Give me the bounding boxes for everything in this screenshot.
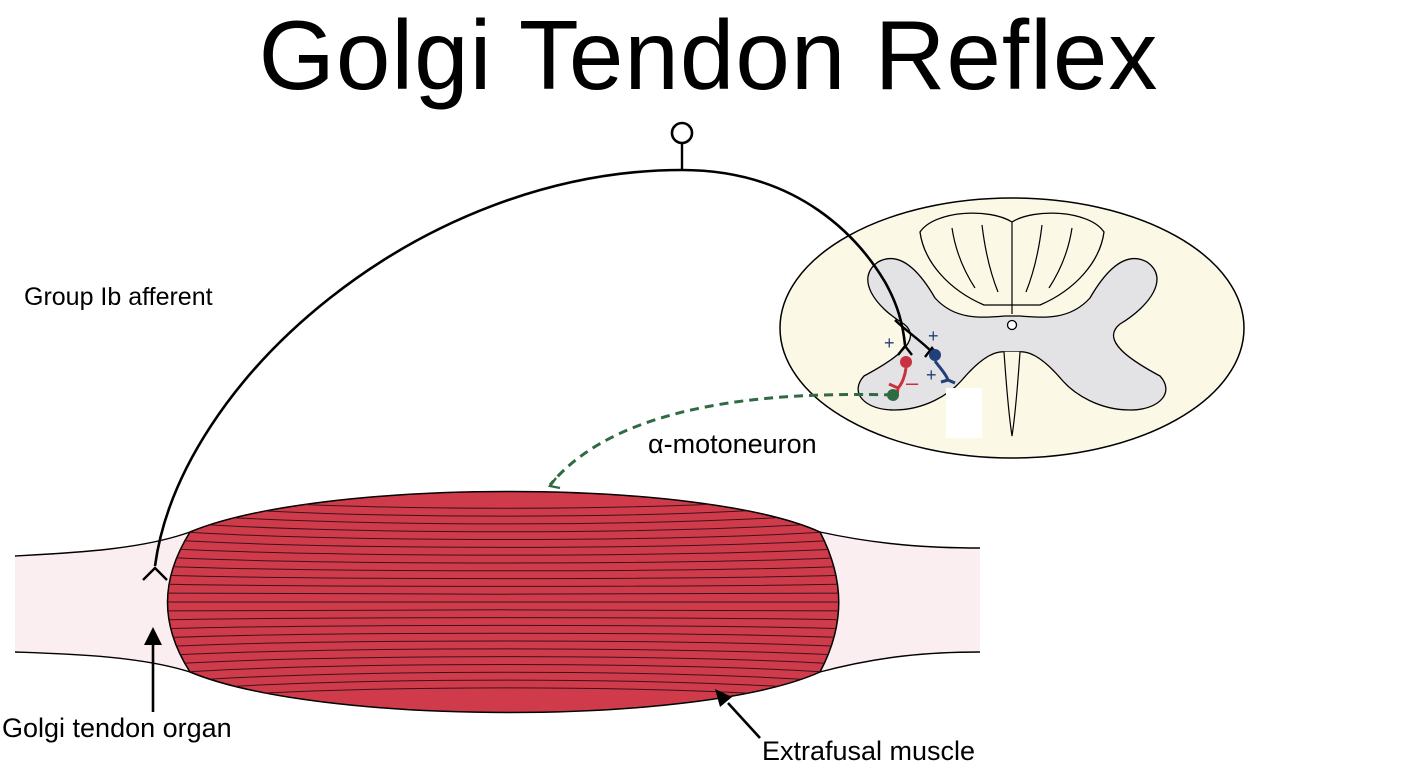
muscle-fiber-line: [167, 624, 839, 630]
dorsal-root-ganglion-soma: [670, 121, 694, 145]
dorsal-column-folds: [951, 224, 1073, 293]
alpha-motoneuron-label: α-motoneuron: [648, 429, 817, 459]
extrafusal-muscle-label: Extrafusal muscle: [762, 736, 976, 766]
central-canal: [1006, 319, 1018, 331]
muscle-fiber-line: [167, 511, 839, 525]
muscle-fiber-line: [167, 617, 839, 621]
extrafusal-muscle-arrow: [715, 689, 761, 739]
excitatory-interneuron: [929, 349, 956, 385]
muscle-fiber-line: [167, 565, 839, 572]
golgi-tendon-organ-ending: [142, 566, 168, 581]
excitatory-sign-1: +: [884, 333, 895, 353]
muscle-fibers: [167, 493, 839, 702]
afferent-terminal-1: [897, 344, 913, 356]
golgi-tendon-organ-arrow: [144, 627, 162, 712]
excitatory-sign-2: +: [928, 326, 939, 346]
motor-end-plate: [547, 477, 561, 490]
tendon-edge-bottom: [14, 651, 191, 673]
muscle-fiber-line: [167, 648, 839, 657]
tendon-edge-bottom-right: [819, 651, 981, 673]
tendon-edge-top-right: [819, 531, 981, 549]
muscle-fiber-line: [167, 520, 839, 533]
muscle-fiber-line: [167, 632, 839, 639]
muscle-fiber-line: [167, 679, 839, 693]
tendon-edge-top: [14, 531, 191, 557]
ventral-median-fissure: [1003, 351, 1021, 437]
gray-matter: [857, 257, 1167, 411]
group-ib-afferent-label: Group Ib afferent: [24, 283, 213, 311]
inhibitory-sign: –: [906, 370, 919, 395]
alpha-motoneuron-soma: [887, 389, 899, 401]
muscle-fiber-line: [167, 640, 839, 648]
muscle-fiber-line: [167, 556, 839, 564]
muscle-fiber-line: [167, 609, 839, 612]
ventral-root-exit: [946, 388, 982, 438]
afferent-branch: [894, 319, 933, 353]
golgi-tendon-organ-label: Golgi tendon organ: [2, 713, 232, 743]
excitatory-sign-3: +: [926, 365, 937, 385]
page-title: Golgi Tendon Reflex: [258, 0, 1159, 110]
muscle-fiber-line: [167, 663, 839, 675]
muscle-fiber-line: [167, 529, 839, 541]
muscle-fiber-line: [167, 583, 839, 587]
alpha-motoneuron-axon: [548, 392, 894, 486]
muscle-fiber-line: [167, 656, 839, 666]
muscle-fiber-line: [167, 547, 839, 556]
muscle-fiber-line: [167, 538, 839, 548]
muscle-fiber-line: [167, 671, 839, 684]
muscle-fiber-line: [167, 574, 839, 580]
muscle-fiber-line: [167, 592, 839, 595]
